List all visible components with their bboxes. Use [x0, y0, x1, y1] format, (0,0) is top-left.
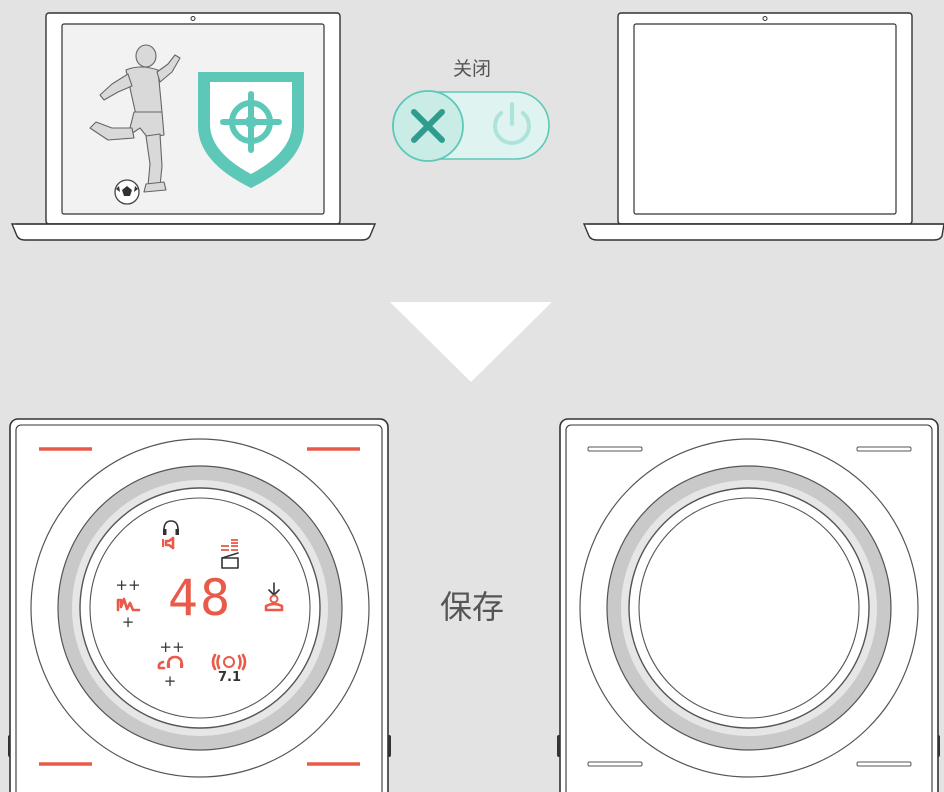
headset-icon	[163, 520, 179, 535]
download-user-icon	[264, 582, 284, 612]
speaker-volume-icon	[162, 536, 175, 550]
power-icon	[493, 102, 531, 145]
svg-text:++: ++	[115, 576, 140, 594]
svg-text:++: ++	[159, 638, 184, 656]
surround-sound-icon	[211, 653, 247, 671]
led-indicator-bars	[39, 447, 360, 766]
off-label: 关闭	[452, 58, 491, 80]
clapperboard-icon	[221, 552, 239, 569]
sidetone-icon: ++ +	[157, 638, 185, 690]
svg-text:+: +	[164, 672, 177, 690]
soccer-ball-icon	[114, 179, 140, 205]
save-label: 保存	[439, 588, 504, 626]
volume-display-value: 48	[167, 569, 233, 627]
close-x-icon	[411, 109, 445, 143]
surround-label: 7.1	[218, 670, 242, 685]
svg-text:+: +	[122, 613, 135, 631]
bass-boost-icon: ++ +	[115, 576, 140, 631]
led-indicator-bars-off	[587, 446, 912, 767]
equalizer-icon	[221, 539, 238, 551]
